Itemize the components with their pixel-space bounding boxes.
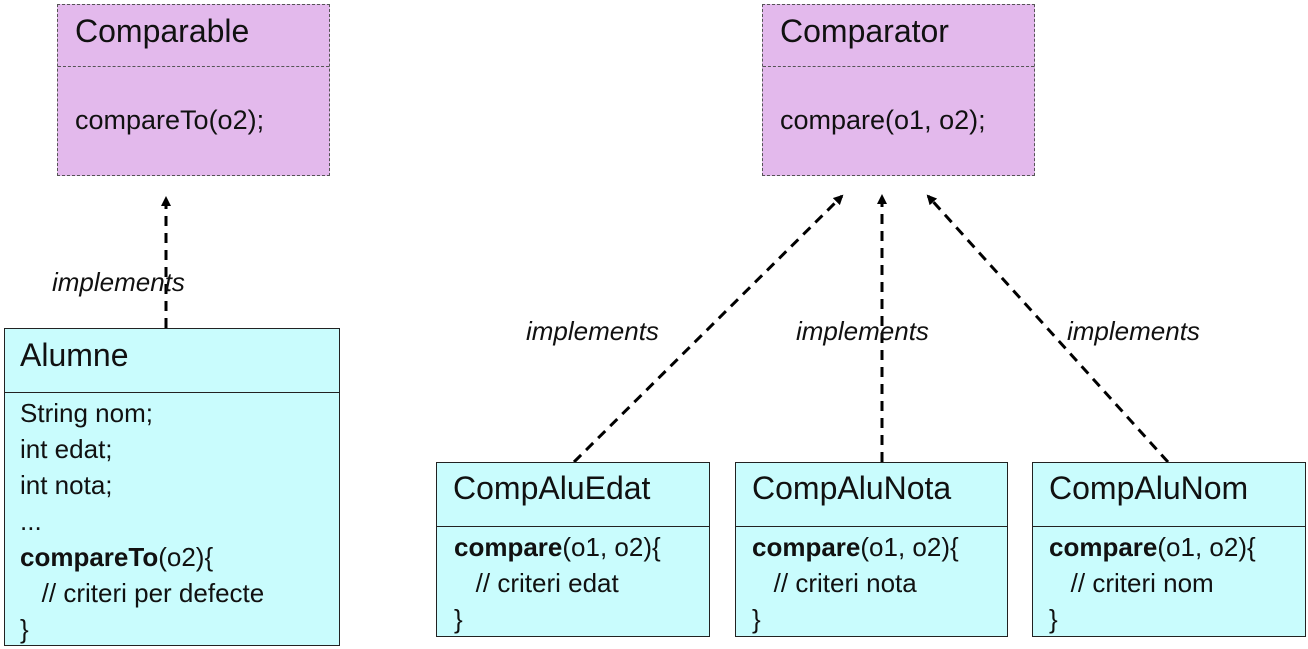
method-params: (o1, o2){ (1157, 532, 1256, 562)
alumne-class-box: Alumne String nom; int edat; int nota; .… (4, 328, 340, 646)
method-signature: compare(o1, o2){ (752, 529, 1007, 565)
compaluedat-body: compare(o1, o2){ // criteri edat } (437, 527, 709, 637)
method-params: (o1, o2){ (562, 532, 661, 562)
method-signature: compare(o1, o2){ (454, 529, 709, 565)
compalunom-body: compare(o1, o2){ // criteri nom } (1033, 527, 1305, 637)
compalunota-title: CompAluNota (736, 463, 1007, 527)
method-comment: // criteri nota (752, 568, 917, 598)
method-name: compare (752, 532, 861, 562)
alumne-method-close: } (20, 614, 29, 644)
arrow-compaluedat-comparator (572, 194, 844, 464)
method-close: } (1049, 604, 1058, 634)
alumne-field: String nom; (20, 398, 153, 428)
compalunota-class-box: CompAluNota compare(o1, o2){ // criteri … (735, 462, 1008, 637)
alumne-body: String nom; int edat; int nota; ... comp… (5, 393, 339, 647)
method-name: compare (454, 532, 563, 562)
method-comment: // criteri nom (1049, 568, 1214, 598)
method-signature: compare(o1, o2){ (1049, 529, 1305, 565)
implements-label-nom: implements (1067, 316, 1200, 346)
method-name: compare (1049, 532, 1158, 562)
method-name: compareTo (20, 542, 159, 572)
method-params: (o1, o2){ (860, 532, 959, 562)
comparable-interface-box: Comparable compareTo(o2); (57, 4, 330, 176)
alumne-field: int edat; (20, 434, 113, 464)
compaluedat-class-box: CompAluEdat compare(o1, o2){ // criteri … (436, 462, 710, 637)
comparator-method: compare(o1, o2); (780, 105, 986, 135)
compalunom-class-box: CompAluNom compare(o1, o2){ // criteri n… (1032, 462, 1306, 637)
alumne-method-comment: // criteri per defecte (20, 578, 265, 608)
alumne-field: int nota; (20, 470, 113, 500)
method-params: (o2){ (158, 542, 214, 572)
method-close: } (752, 604, 761, 634)
alumne-title: Alumne (5, 329, 339, 393)
implements-label-alumne: implements (52, 267, 185, 297)
comparable-method: compareTo(o2); (75, 105, 265, 135)
compalunom-title: CompAluNom (1033, 463, 1305, 527)
alumne-field: ... (20, 506, 42, 536)
arrow-compalunom-comparator (926, 194, 1170, 464)
compaluedat-title: CompAluEdat (437, 463, 709, 527)
method-close: } (454, 604, 463, 634)
implements-label-edat: implements (526, 316, 659, 346)
method-comment: // criteri edat (454, 568, 619, 598)
alumne-method-signature: compareTo(o2){ (20, 539, 339, 575)
comparator-title: Comparator (763, 5, 1034, 67)
compalunota-body: compare(o1, o2){ // criteri nota } (736, 527, 1007, 637)
comparator-interface-box: Comparator compare(o1, o2); (762, 4, 1035, 176)
comparable-title: Comparable (58, 5, 329, 67)
implements-label-nota: implements (796, 316, 929, 346)
